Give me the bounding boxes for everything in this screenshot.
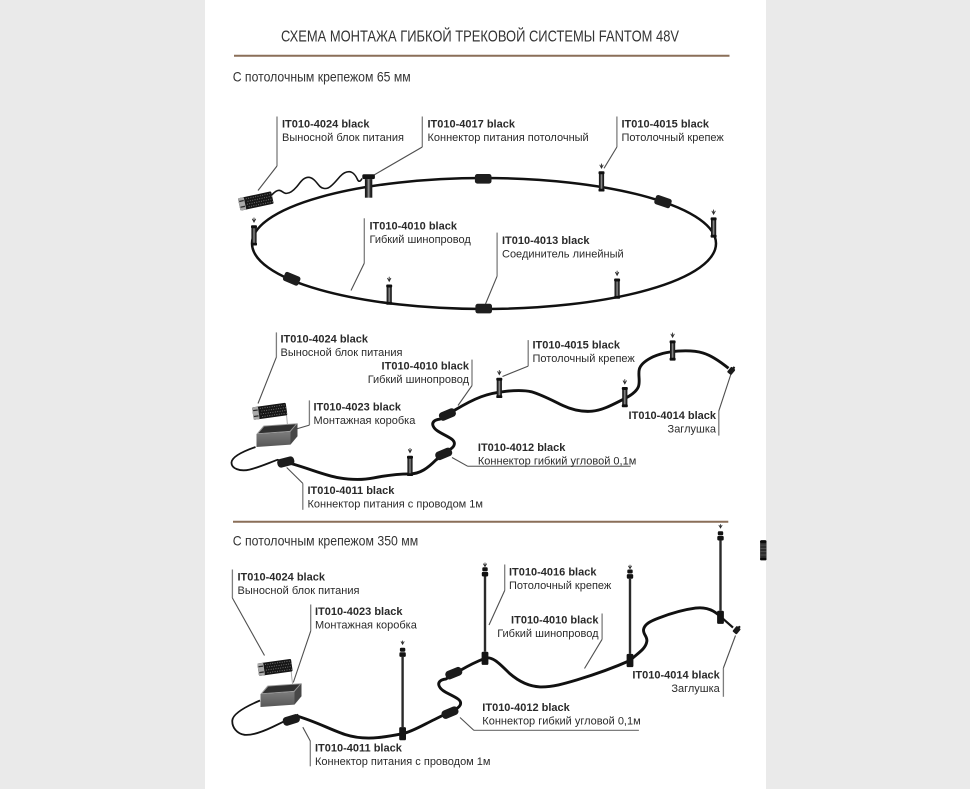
svg-text:Монтажная коробка: Монтажная коробка	[314, 415, 417, 427]
svg-text:IT010-4023 black: IT010-4023 black	[315, 606, 403, 618]
svg-text:IT010-4013 black: IT010-4013 black	[502, 235, 590, 247]
svg-text:Гибкий шинопровод: Гибкий шинопровод	[368, 374, 470, 386]
svg-text:Потолочный крепеж: Потолочный крепеж	[622, 132, 725, 144]
svg-text:Коннектор питания с проводом 1: Коннектор питания с проводом 1м	[308, 499, 483, 511]
svg-text:Коннектор гибкий угловой 0,1м: Коннектор гибкий угловой 0,1м	[478, 456, 636, 468]
svg-text:IT010-4011 black: IT010-4011 black	[308, 485, 396, 497]
svg-text:Коннектор питания с проводом 1: Коннектор питания с проводом 1м	[315, 756, 490, 768]
svg-text:Коннектор питания потолочный: Коннектор питания потолочный	[428, 132, 589, 144]
svg-text:Монтажная коробка: Монтажная коробка	[315, 620, 418, 632]
svg-text:Коннектор гибкий угловой 0,1м: Коннектор гибкий угловой 0,1м	[482, 716, 640, 728]
svg-text:IT010-4015 black: IT010-4015 black	[622, 119, 710, 131]
svg-text:IT010-4012 black: IT010-4012 black	[482, 702, 570, 714]
svg-text:IT010-4015 black: IT010-4015 black	[533, 340, 621, 352]
svg-text:Потолочный крепеж: Потолочный крепеж	[533, 353, 636, 365]
svg-text:IT010-4014 black: IT010-4014 black	[632, 670, 720, 682]
svg-text:Выносной блок питания: Выносной блок питания	[282, 132, 404, 144]
svg-text:Заглушка: Заглушка	[668, 424, 717, 436]
svg-text:СХЕМА МОНТАЖА ГИБКОЙ ТРЕКОВОЙ: СХЕМА МОНТАЖА ГИБКОЙ ТРЕКОВОЙ СИСТЕМЫ FA…	[281, 28, 680, 46]
svg-text:IT010-4011 black: IT010-4011 black	[315, 743, 403, 755]
svg-text:IT010-4012 black: IT010-4012 black	[478, 442, 566, 454]
svg-text:IT010-4010 black: IT010-4010 black	[382, 361, 470, 373]
svg-text:IT010-4023 black: IT010-4023 black	[314, 402, 402, 414]
svg-text:IT010-4024 black: IT010-4024 black	[282, 119, 370, 131]
svg-text:Гибкий шинопровод: Гибкий шинопровод	[497, 628, 599, 640]
svg-text:Заглушка: Заглушка	[671, 683, 720, 695]
svg-text:Выносной блок питания: Выносной блок питания	[281, 347, 403, 359]
svg-text:IT010-4024 black: IT010-4024 black	[238, 572, 326, 584]
svg-text:Потолочный крепеж: Потолочный крепеж	[509, 580, 612, 592]
svg-text:Соединитель линейный: Соединитель линейный	[502, 249, 624, 261]
svg-text:Гибкий шинопровод: Гибкий шинопровод	[370, 234, 472, 246]
svg-text:IT010-4024 black: IT010-4024 black	[281, 334, 369, 346]
svg-text:С потолочным крепежом 350 мм: С потолочным крепежом 350 мм	[233, 533, 419, 549]
svg-text:IT010-4014 black: IT010-4014 black	[629, 410, 717, 422]
svg-text:IT010-4010 black: IT010-4010 black	[370, 221, 458, 233]
svg-text:IT010-4010 black: IT010-4010 black	[511, 615, 599, 627]
svg-text:Выносной блок питания: Выносной блок питания	[238, 585, 360, 597]
svg-text:С потолочным крепежом 65 мм: С потолочным крепежом 65 мм	[233, 69, 411, 85]
svg-text:IT010-4016 black: IT010-4016 black	[509, 567, 597, 579]
svg-text:IT010-4017 black: IT010-4017 black	[428, 119, 516, 131]
